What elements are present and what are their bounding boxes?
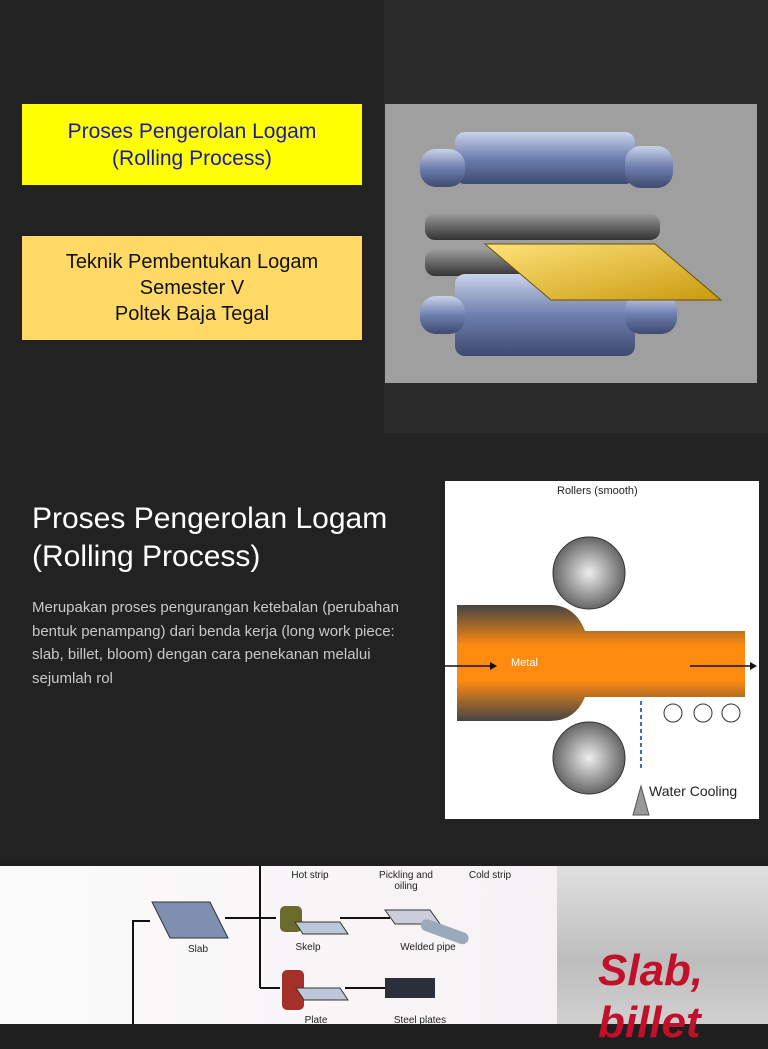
cold-strip-label: Cold strip — [468, 870, 512, 881]
welded-pipe-label: Welded pipe — [400, 942, 456, 953]
steel-plates-label: Steel plates — [393, 1015, 447, 1026]
plate-rolls-icon — [282, 970, 304, 1010]
side-title-line-1: Slab, — [598, 946, 704, 995]
pickling-line-2: oiling — [394, 881, 418, 892]
subtitle-line-3: Poltek Baja Tegal — [114, 303, 270, 325]
side-title-line-2: billet — [598, 998, 701, 1047]
plate-label: Plate — [304, 1015, 328, 1026]
hot-strip-label: Hot strip — [291, 870, 329, 881]
bottom-roller — [552, 721, 626, 795]
water-cooling-label: Water Cooling — [649, 783, 738, 799]
subtitle-line-1: Teknik Pembentukan Logam — [65, 251, 319, 273]
steel-plates-icon — [385, 978, 435, 998]
subtitle-line-2: Semester V — [139, 277, 245, 299]
skelp-label: Skelp — [295, 942, 321, 953]
slide-2-heading: Proses Pengerolan Logam (Rolling Process… — [32, 502, 388, 573]
subtitle-box: Teknik Pembentukan Logam Semester V Polt… — [22, 236, 362, 340]
title-box: Proses Pengerolan Logam (Rolling Process… — [22, 104, 362, 185]
rolling-mill-image — [385, 104, 757, 383]
side-title: Slab, billet — [598, 945, 703, 1049]
rollers-label: Rollers (smooth) — [557, 485, 638, 497]
metal-label: Metal — [511, 657, 538, 669]
title-line-1: Proses Pengerolan Logam — [67, 119, 317, 143]
top-roller — [552, 536, 626, 610]
rolling-diagram: Rollers (smooth) Metal Water Cooling — [445, 481, 759, 819]
slide-3-side-panel — [557, 866, 768, 1024]
slab-icon — [151, 901, 229, 939]
pickling-line-1: Pickling and — [379, 870, 433, 881]
title-line-2: (Rolling Process) — [112, 146, 272, 170]
skelp-rolls-icon — [280, 906, 302, 932]
slide-2-body: Merupakan proses pengurangan ketebalan (… — [32, 599, 399, 687]
slab-label: Slab — [187, 944, 208, 955]
